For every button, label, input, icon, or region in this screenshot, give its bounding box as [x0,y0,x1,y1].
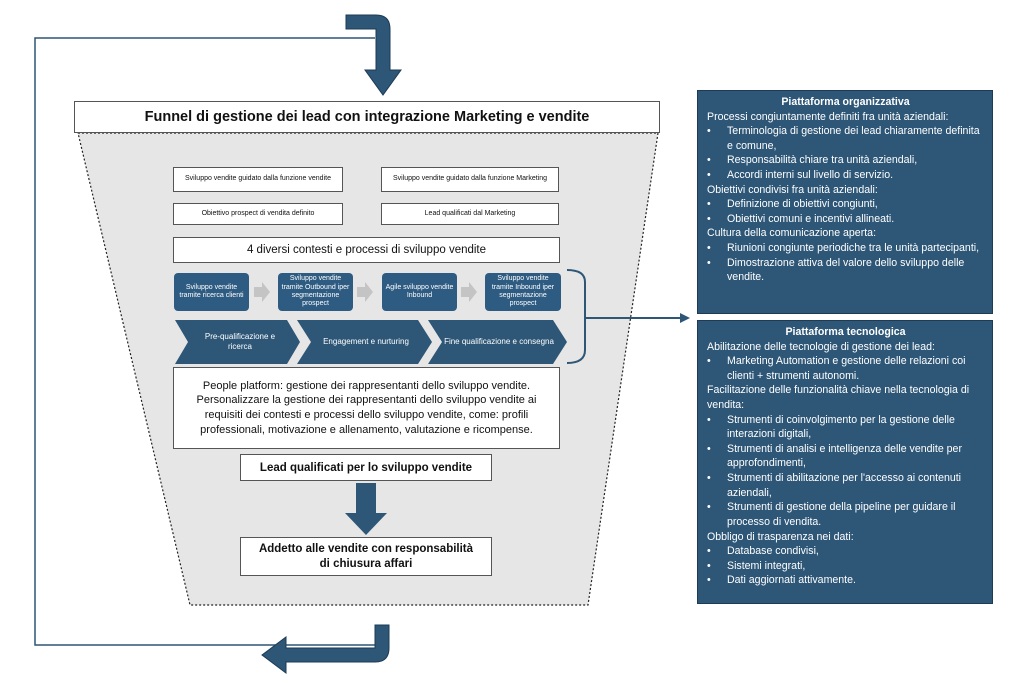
qualified-leads-box: Lead qualificati per lo sviluppo vendite [240,454,492,481]
tech-section-heading: Facilitazione delle funzionalità chiave … [707,384,970,412]
org-item: Riunioni congiunte periodiche tra le uni… [707,241,984,256]
prospect-target-box: Obiettivo prospect di vendita definito [173,203,343,225]
bottom-exit-arrow [261,624,390,674]
context-bracket [566,269,586,364]
tech-item: Database condivisi, [707,544,984,559]
tech-platform-title: Piattaforma tecnologica [785,326,906,338]
phase-final-qualification: Fine qualificazione e consegna [444,337,554,346]
step-arrow-3 [461,282,477,302]
step-arrow-2 [357,282,373,302]
org-item: Definizione di obiettivi congiunti, [707,197,984,212]
sales-led-box: Sviluppo vendite guidato dalla funzione … [173,167,343,192]
phase-chevron-2 [297,320,432,364]
top-entry-arrow [345,14,402,96]
phase-chevron-1 [175,320,300,364]
org-item: Obiettivi comuni e incentivi allineati. [707,212,984,227]
step-outbound: Sviluppo vendite tramite Outbound iper s… [278,273,353,311]
tech-item: Marketing Automation e gestione delle re… [707,354,984,383]
org-item: Accordi interni sul livello di servizio. [707,168,984,183]
org-item: Terminologia di gestione dei lead chiara… [707,124,984,153]
phase-chevron-3 [428,320,567,364]
tech-section-heading: Obbligo di trasparenza nei dati: [707,530,854,543]
tech-item: Sistemi integrati, [707,559,984,574]
tech-item: Strumenti di abilitazione per l'accesso … [707,471,984,500]
step-agile-inbound: Agile sviluppo vendite Inbound [382,273,457,311]
org-platform-panel: Piattaforma organizzativa Processi congi… [697,90,993,314]
funnel-title: Funnel di gestione dei lead con integraz… [74,101,660,133]
org-platform-title: Piattaforma organizzativa [781,96,910,108]
marketing-led-box: Sviluppo vendite guidato dalla funzione … [381,167,559,192]
tech-section-heading: Abilitazione delle tecnologie di gestion… [707,340,935,353]
mql-box: Lead qualificati dal Marketing [381,203,559,225]
tech-item: Strumenti di gestione della pipeline per… [707,500,984,529]
sales-rep-box: Addetto alle vendite con responsabilità … [240,537,492,576]
step-arrow-1 [254,282,270,302]
people-platform-box: People platform: gestione dei rappresent… [173,367,560,449]
connector-arrow [680,313,690,323]
phase-prequalification: Pre-qualificazione e ricerca [204,332,276,351]
step-inbound: Sviluppo vendite tramite Inbound iper se… [485,273,561,311]
org-section-heading: Obiettivi condivisi fra unità aziendali: [707,183,878,196]
org-item: Dimostrazione attiva del valore dello sv… [707,256,984,285]
feedback-loop-line [34,37,375,646]
phase-engagement: Engagement e nurturing [323,337,409,346]
org-item: Responsabilità chiare tra unità aziendal… [707,153,984,168]
contexts-title: 4 diversi contesti e processi di svilupp… [173,237,560,263]
org-section-heading: Processi congiuntamente definiti fra uni… [707,110,949,123]
down-arrow [345,483,387,535]
org-section-heading: Cultura della comunicazione aperta: [707,227,877,240]
tech-platform-panel: Piattaforma tecnologica Abilitazione del… [697,320,993,604]
step-research: Sviluppo vendite tramite ricerca clienti [174,273,249,311]
tech-item: Dati aggiornati attivamente. [707,573,984,588]
tech-item: Strumenti di analisi e intelligenza dell… [707,442,984,471]
tech-item: Strumenti di coinvolgimento per la gesti… [707,413,984,442]
